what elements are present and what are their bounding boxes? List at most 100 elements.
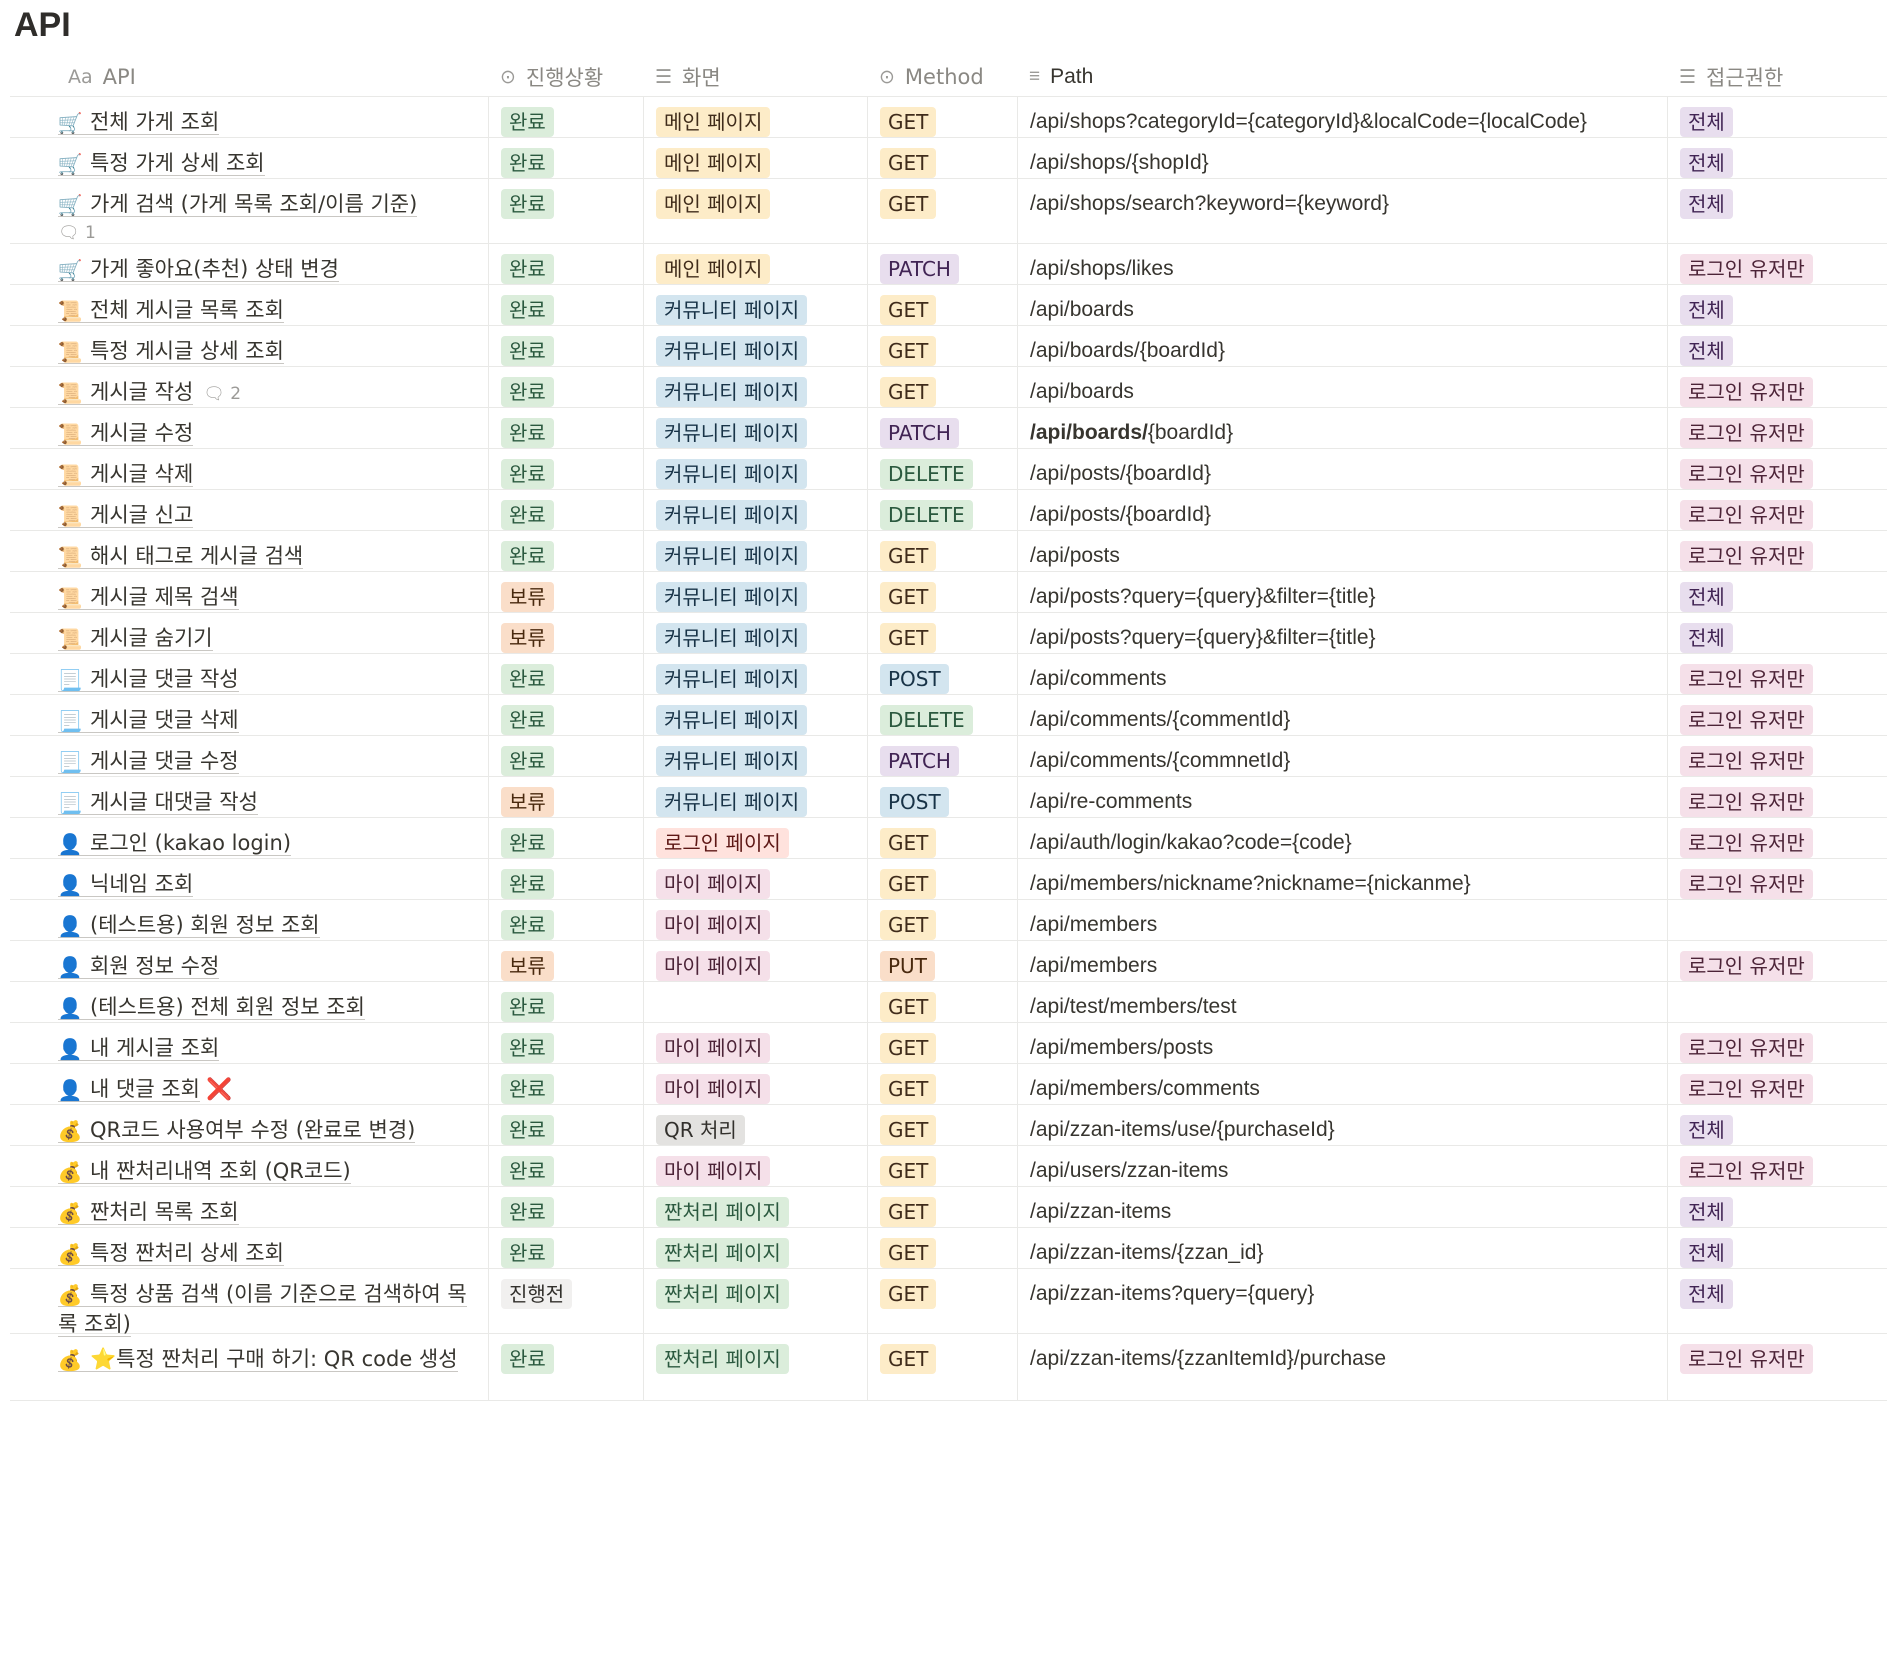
api-cell[interactable]: 📜해시 태그로 게시글 검색 [10,531,488,571]
api-name[interactable]: 게시글 삭제 [58,462,194,487]
method-cell[interactable]: GET [867,138,1017,178]
status-cell[interactable]: 완료 [488,179,643,243]
api-cell[interactable]: 📜게시글 삭제 [10,449,488,489]
api-cell[interactable]: 👤로그인 (kakao login) [10,818,488,858]
api-name[interactable]: 게시글 제목 검색 [58,585,239,610]
access-cell[interactable] [1667,900,1887,940]
screen-cell[interactable]: 짠처리 페이지 [643,1334,867,1400]
screen-cell[interactable]: 커뮤니티 페이지 [643,285,867,325]
status-cell[interactable]: 보류 [488,572,643,612]
access-cell[interactable]: 로그인 유저만 [1667,736,1887,776]
api-name[interactable]: 게시글 대댓글 작성 [58,790,258,815]
path-cell[interactable]: /api/re-comments [1017,777,1667,817]
api-cell[interactable]: 🛒특정 가게 상세 조회 [10,138,488,178]
method-cell[interactable]: GET [867,1228,1017,1268]
status-cell[interactable]: 완료 [488,1105,643,1145]
access-cell[interactable]: 전체 [1667,97,1887,137]
status-cell[interactable]: 완료 [488,818,643,858]
method-cell[interactable]: GET [867,531,1017,571]
access-cell[interactable]: 전체 [1667,1228,1887,1268]
api-cell[interactable]: 📜특정 게시글 상세 조회 [10,326,488,366]
method-cell[interactable]: GET [867,900,1017,940]
method-cell[interactable]: DELETE [867,490,1017,530]
screen-cell[interactable]: 로그인 페이지 [643,818,867,858]
comment-count[interactable]: 🗨 1 [58,223,476,243]
status-cell[interactable]: 완료 [488,900,643,940]
screen-cell[interactable]: 커뮤니티 페이지 [643,490,867,530]
column-header-path[interactable]: ≡Path [1017,65,1667,89]
api-name[interactable]: 로그인 (kakao login) [58,831,292,856]
api-cell[interactable]: 👤(테스트용) 전체 회원 정보 조회 [10,982,488,1022]
status-cell[interactable]: 완료 [488,490,643,530]
access-cell[interactable]: 로그인 유저만 [1667,818,1887,858]
status-cell[interactable]: 완료 [488,1064,643,1104]
api-name[interactable]: QR코드 사용여부 수정 (완료로 변경) [58,1118,416,1143]
method-cell[interactable]: GET [867,326,1017,366]
method-cell[interactable]: POST [867,777,1017,817]
screen-cell[interactable]: 커뮤니티 페이지 [643,572,867,612]
access-cell[interactable]: 로그인 유저만 [1667,408,1887,448]
screen-cell[interactable]: 짠처리 페이지 [643,1187,867,1227]
api-name[interactable]: (테스트용) 회원 정보 조회 [58,913,320,938]
api-cell[interactable]: 👤내 댓글 조회❌ [10,1064,488,1104]
path-cell[interactable]: /api/members/nickname?nickname={nickanme… [1017,859,1667,899]
api-name[interactable]: 게시글 수정 [58,421,194,446]
access-cell[interactable]: 로그인 유저만 [1667,449,1887,489]
path-cell[interactable]: /api/boards [1017,367,1667,407]
access-cell[interactable]: 로그인 유저만 [1667,367,1887,407]
api-name[interactable]: 회원 정보 수정 [58,954,220,979]
method-cell[interactable]: GET [867,859,1017,899]
api-name[interactable]: 해시 태그로 게시글 검색 [58,544,304,569]
api-name[interactable]: 내 게시글 조회 [58,1036,220,1061]
comment-count[interactable]: 🗨 2 [203,384,241,404]
method-cell[interactable]: GET [867,1146,1017,1186]
access-cell[interactable]: 로그인 유저만 [1667,1023,1887,1063]
status-cell[interactable]: 완료 [488,408,643,448]
path-cell[interactable]: /api/zzan-items/{zzanItemId}/purchase [1017,1334,1667,1400]
access-cell[interactable]: 로그인 유저만 [1667,654,1887,694]
access-cell[interactable]: 전체 [1667,1105,1887,1145]
method-cell[interactable]: POST [867,654,1017,694]
path-cell[interactable]: /api/shops/likes [1017,244,1667,284]
screen-cell[interactable]: 마이 페이지 [643,900,867,940]
method-cell[interactable]: GET [867,1187,1017,1227]
column-header-access[interactable]: ☰접근권한 [1667,62,1887,92]
screen-cell[interactable]: 커뮤니티 페이지 [643,613,867,653]
api-cell[interactable]: 📃게시글 댓글 수정 [10,736,488,776]
path-cell[interactable]: /api/zzan-items/{zzan_id} [1017,1228,1667,1268]
path-cell[interactable]: /api/posts?query={query}&filter={title} [1017,572,1667,612]
api-name[interactable]: 전체 가게 조회 [58,110,220,135]
path-cell[interactable]: /api/boards/{boardId} [1017,326,1667,366]
access-cell[interactable]: 전체 [1667,613,1887,653]
method-cell[interactable]: DELETE [867,449,1017,489]
path-cell[interactable]: /api/test/members/test [1017,982,1667,1022]
screen-cell[interactable]: 커뮤니티 페이지 [643,531,867,571]
api-name[interactable]: 게시글 작성 [58,380,194,405]
status-cell[interactable]: 완료 [488,531,643,571]
status-cell[interactable]: 완료 [488,654,643,694]
column-header-screen[interactable]: ☰화면 [643,62,867,92]
method-cell[interactable]: DELETE [867,695,1017,735]
path-cell[interactable]: /api/comments/{commentId} [1017,695,1667,735]
path-cell[interactable]: /api/comments/{commnetId} [1017,736,1667,776]
status-cell[interactable]: 완료 [488,97,643,137]
path-cell[interactable]: /api/comments [1017,654,1667,694]
api-cell[interactable]: 🛒가게 검색 (가게 목록 조회/이름 기준)🗨 1 [10,179,488,243]
access-cell[interactable]: 전체 [1667,179,1887,243]
